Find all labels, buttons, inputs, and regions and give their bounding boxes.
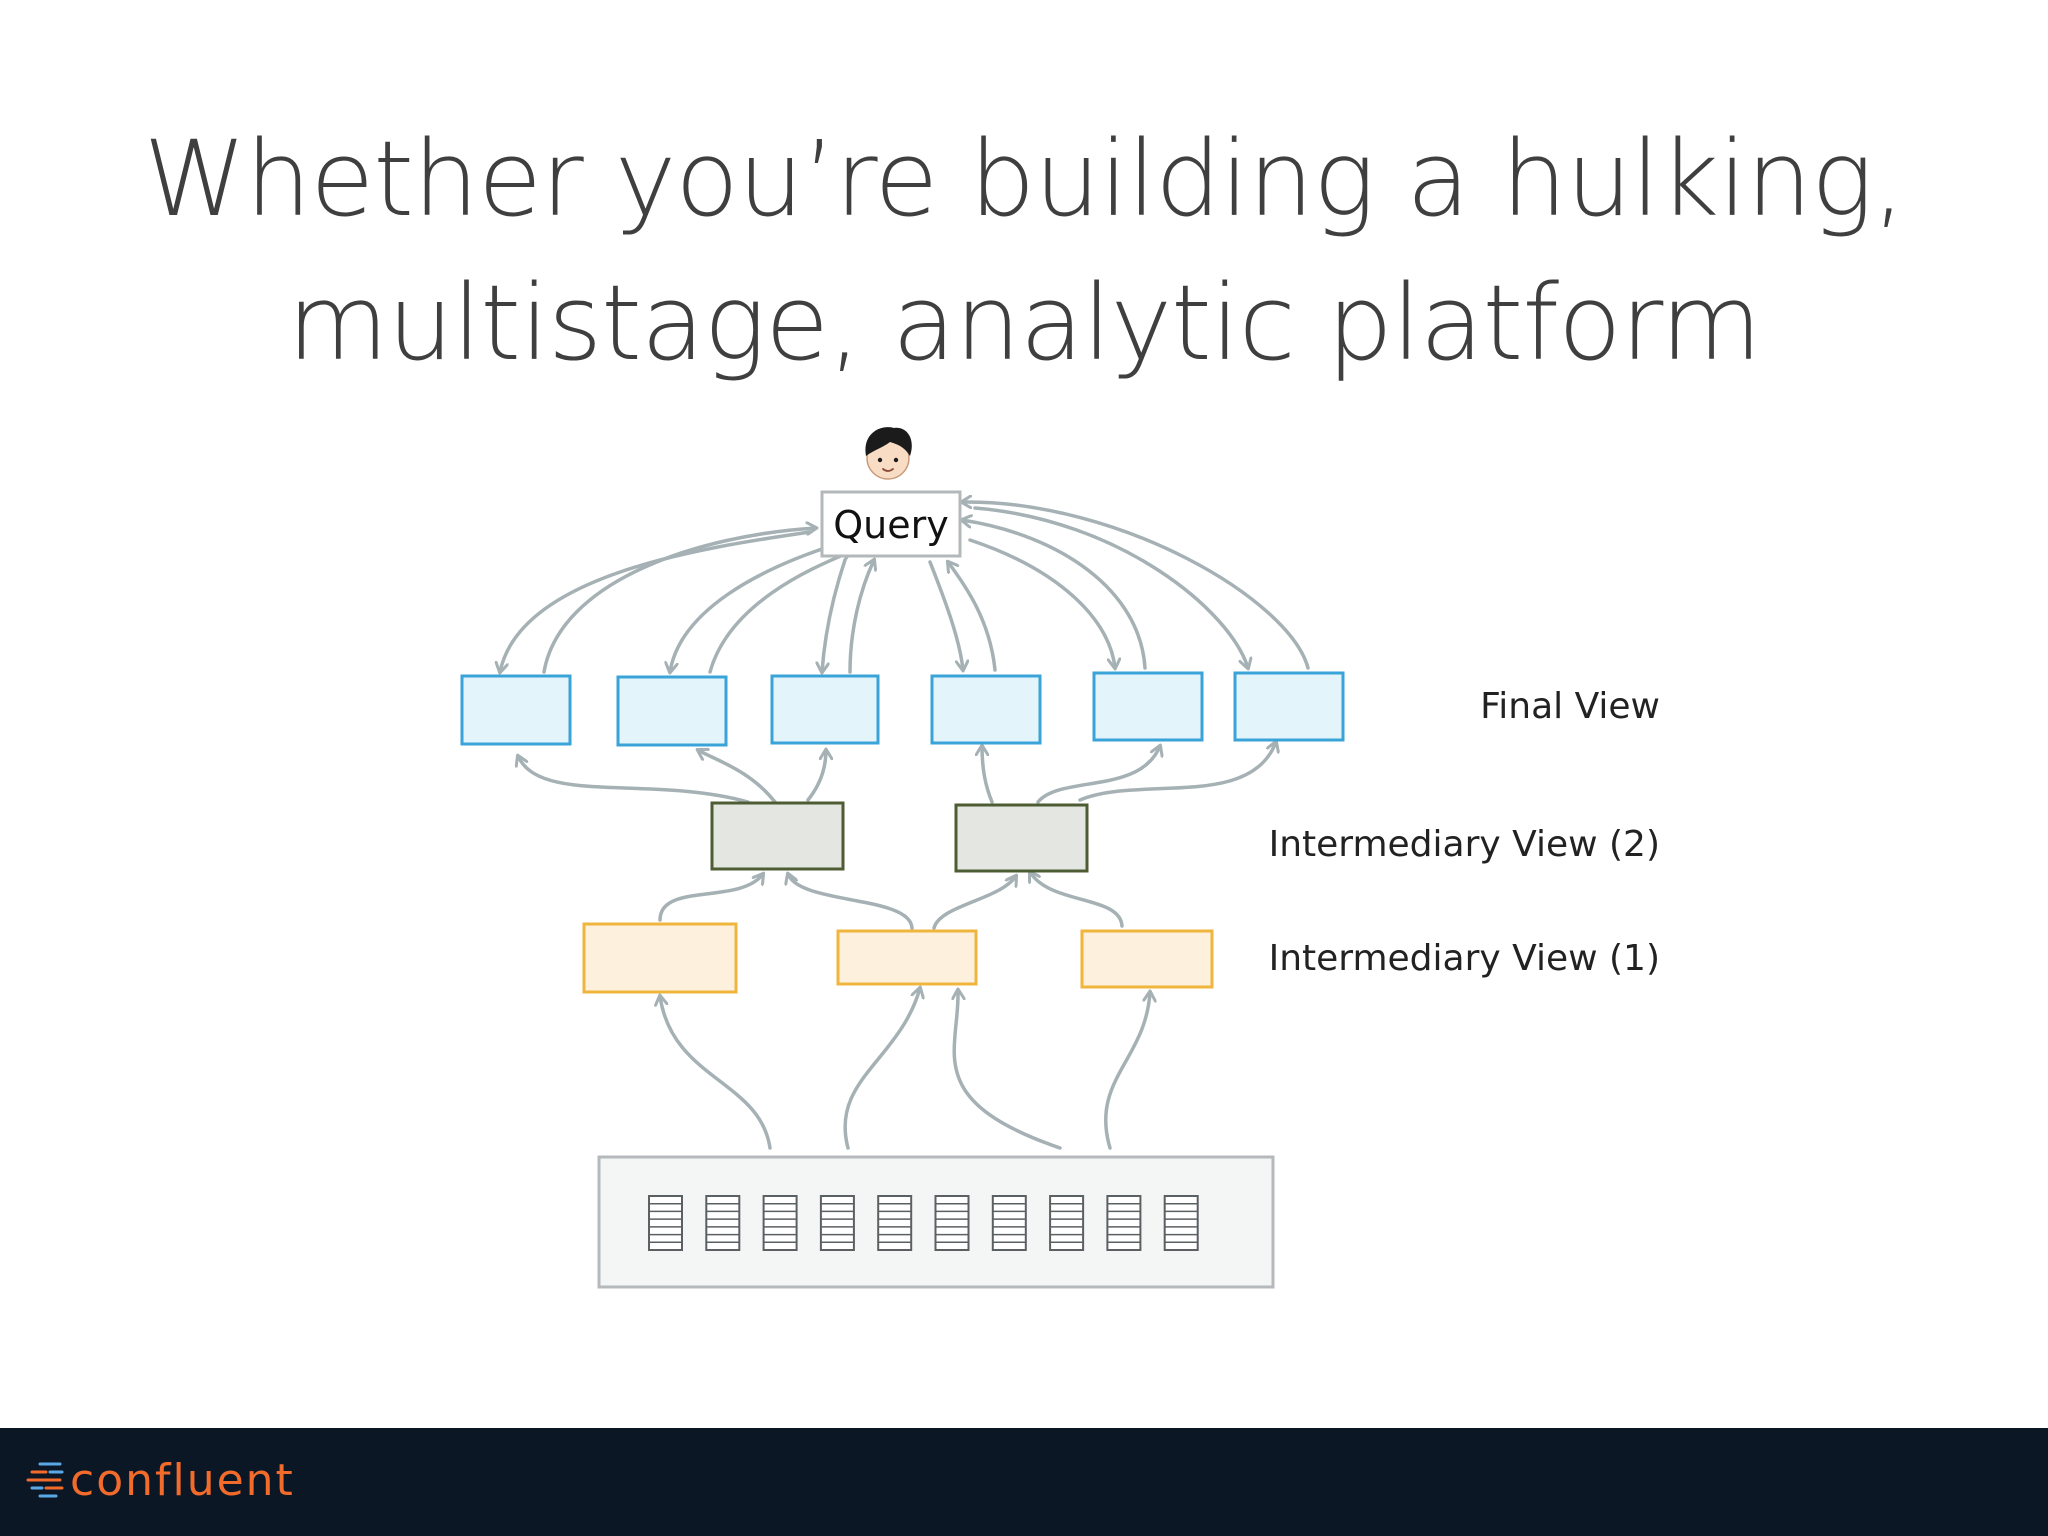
intermediary-view-1-label: Intermediary View (1) [1269, 938, 1660, 979]
final-view-box-5 [1092, 671, 1204, 742]
final-view-layer [460, 671, 1345, 747]
arrow-inter2-2-to-final-4 [982, 746, 994, 804]
brand-name: confluent [70, 1454, 295, 1506]
arrow-query-to-final-3 [822, 558, 847, 672]
source-partition-6 [934, 1195, 970, 1251]
source-partition-4 [819, 1195, 855, 1251]
arrow-query-to-final-1 [500, 530, 812, 672]
final-view-box-3 [770, 674, 880, 745]
arrow-inter2-2-to-final-6 [1078, 742, 1276, 802]
arrow-source-to-inter1-1 [660, 996, 772, 1150]
avatar-eye-left [877, 457, 883, 463]
arrow-inter2-1-to-final-3 [806, 750, 826, 802]
partition-outline [991, 1195, 1027, 1251]
arrow-inter1-1-to-inter2-1 [658, 874, 763, 922]
partition-outline [819, 1195, 855, 1251]
partition-outline [1163, 1195, 1199, 1251]
partition-outline [1106, 1195, 1142, 1251]
intermediary-view-2-layer [710, 801, 1089, 873]
arrow-query-to-final-5 [968, 538, 1115, 668]
partition-outline [762, 1195, 798, 1251]
arrow-final-2-to-query [708, 552, 850, 674]
connection-arrows [500, 502, 1310, 1150]
user-avatar [865, 427, 912, 480]
arrow-final-1-to-query [542, 528, 816, 674]
avatar-eye-right [893, 457, 899, 463]
intermediary-2-box-2 [954, 803, 1089, 873]
source-partition-5 [877, 1195, 913, 1251]
partition-outline [648, 1195, 683, 1251]
source-partition-2 [705, 1195, 741, 1251]
query-label: Query [833, 503, 948, 547]
partition-outline [877, 1195, 913, 1251]
source-partition-9 [1106, 1195, 1142, 1251]
final-view-label: Final View [1480, 686, 1660, 727]
intermediary-2-box-1 [710, 801, 845, 871]
architecture-diagram: Query Final View Intermedi [460, 427, 1660, 1289]
confluent-logo-icon [26, 1462, 64, 1498]
arrow-inter2-2-to-final-5 [1036, 746, 1160, 804]
intermediary-1-box-3 [1080, 929, 1214, 989]
arrow-query-to-final-2 [670, 546, 827, 672]
source-partition-8 [1049, 1195, 1085, 1251]
arrow-inter2-1-to-final-2 [698, 750, 777, 804]
arrow-final-4-to-query [948, 562, 997, 672]
query-node: Query [820, 490, 962, 558]
title-line-2: multistage, analytic platform [287, 262, 1762, 384]
arrow-final-5-to-query [962, 520, 1147, 670]
arrow-inter1-2-to-inter2-1 [788, 874, 914, 930]
arrow-source-to-inter1-3 [1104, 992, 1150, 1150]
partition-outline [934, 1195, 970, 1251]
final-view-box-1 [460, 674, 572, 746]
final-view-box-4 [930, 674, 1042, 745]
footer-bar [0, 1428, 2048, 1536]
partition-outline [705, 1195, 741, 1251]
arrow-inter2-1-to-final-1 [518, 756, 750, 804]
query-box [820, 490, 962, 558]
arrow-source-to-inter1-2b [954, 990, 1062, 1150]
final-view-box-2 [616, 675, 728, 747]
title-line-1: Whether you’re building a hulking, [143, 118, 1906, 240]
source-partition-3 [762, 1195, 798, 1251]
source-partition-10 [1163, 1195, 1199, 1251]
intermediary-1-box-2 [836, 929, 978, 986]
intermediary-1-box-1 [582, 922, 738, 994]
partition-outline [1049, 1195, 1085, 1251]
intermediary-view-2-label: Intermediary View (2) [1269, 824, 1660, 865]
arrow-final-3-to-query [848, 560, 874, 674]
intermediary-view-1-layer [582, 922, 1214, 994]
arrow-inter1-3-to-inter2-2 [1030, 872, 1124, 928]
avatar-mouth [882, 468, 894, 472]
final-view-box-6 [1233, 671, 1345, 742]
source-partition-7 [991, 1195, 1027, 1251]
avatar-hair [865, 427, 912, 456]
source-partition-1 [648, 1195, 683, 1251]
source-system [597, 1155, 1275, 1289]
arrow-query-to-final-4 [928, 560, 963, 670]
source-partitions [648, 1195, 1199, 1251]
arrow-query-to-final-6 [973, 506, 1248, 668]
brand-logo: confluent [26, 1452, 295, 1508]
arrow-source-to-inter1-2a [843, 988, 920, 1150]
arrow-final-6-to-query [962, 502, 1310, 670]
arrow-inter1-2-to-inter2-2 [932, 876, 1016, 930]
